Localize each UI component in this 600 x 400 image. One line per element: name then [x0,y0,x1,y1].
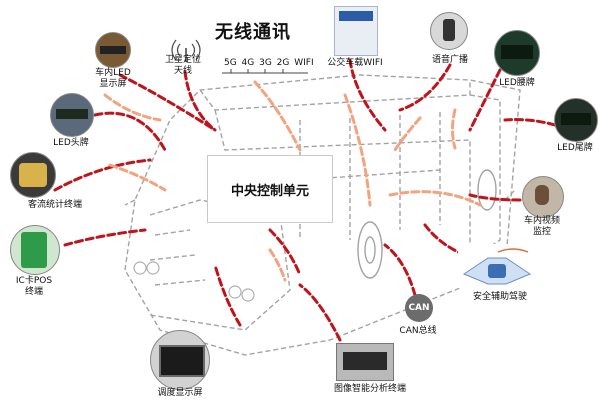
in-car-video-image [522,176,564,218]
line-can [383,243,417,297]
line-led-head [93,111,167,152]
label-led-head: LED头牌 [53,138,89,148]
page-title: 无线通讯 [215,22,291,43]
led-head-sign-image [50,93,94,137]
label-adas: 安全辅助驾驶 [472,292,527,302]
line-passenger [53,158,152,192]
image-analysis-terminal-image [336,343,394,381]
line-center-down [268,228,302,277]
label-image-analysis: 图像智能分析终端 [333,384,406,394]
line-in-car-led [118,73,217,132]
line-satellite [183,70,217,132]
label-led-waist: LED腰牌 [499,78,535,88]
label-in-car-led-line2: 显示屏 [99,79,127,89]
led-waist-sign-image [494,30,540,76]
label-voice: 语音广播 [431,55,468,65]
passenger-counter-image [10,152,56,198]
label-satellite-line2: 天线 [173,66,192,76]
label-in-car-led: 车内LED 显示屏 [88,68,138,90]
label-in-car-video: 车内视频 监控 [515,216,569,238]
network-bands-label: 5G 4G 3G 2G WIFI [224,58,314,68]
central-control-unit: 中央控制单元 [207,155,333,223]
label-ic-pos-line1: IC卡POS [15,276,53,286]
label-in-car-video-line2: 监控 [532,227,551,237]
line-video [468,193,522,202]
adas-image [458,244,536,288]
voice-broadcast-image [430,12,468,50]
line-image [298,283,342,342]
led-tail-sign-image [554,98,598,142]
line-voice [398,63,452,112]
in-car-led-display-image [95,32,131,68]
line-wifi [348,58,387,132]
salmon-connections [103,80,482,282]
bus-wheels [357,169,497,279]
line-led-tail [503,118,557,127]
bus-wifi-device-image [334,6,378,56]
headlights [133,261,255,302]
ic-pos-terminal-image [10,225,60,275]
dispatch-screen-image [150,330,210,390]
label-dispatch-screen: 调度显示屏 [157,388,203,398]
can-bus-icon: CAN [405,294,433,322]
label-passenger-counter: 客流统计终端 [27,200,82,210]
wireless-bars-icon [222,69,308,74]
signal-waves-icon [171,39,201,62]
label-in-car-led-line1: 车内LED [95,68,131,78]
label-in-car-video-line1: 车内视频 [523,216,560,226]
label-ic-pos: IC卡POS 终端 [8,276,60,298]
label-can-bus: CAN总线 [399,326,437,336]
label-satellite: 卫星定位 天线 [158,55,208,77]
line-led-waist [468,68,502,132]
line-ic-pos [63,228,147,247]
label-led-tail: LED尾牌 [557,143,593,153]
label-satellite-line1: 卫星定位 [164,55,201,65]
label-bus-wifi: 公交车载WIFI [327,58,383,68]
bus-outline [124,74,521,356]
line-dispatch [213,263,242,327]
label-ic-pos-line2: 终端 [24,287,43,297]
